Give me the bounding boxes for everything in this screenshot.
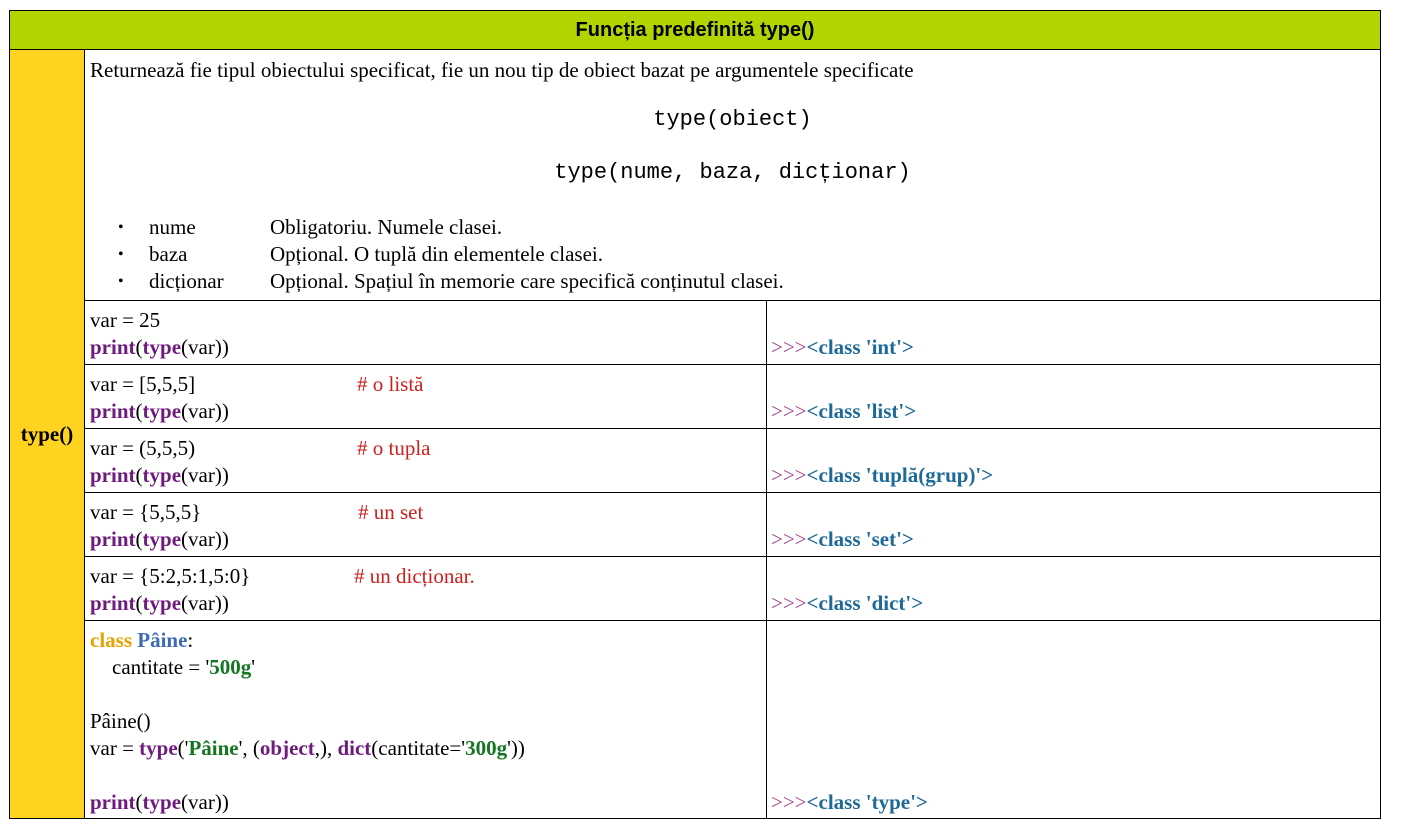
code-comment: # o listă: [357, 372, 424, 396]
class-example-result-cell: >>><class 'type'>: [766, 620, 1381, 819]
class-example-code-cell: class Pâine: cantitate = '500g' Pâine() …: [84, 620, 767, 819]
code-print-line: print(type(var)): [90, 591, 229, 615]
code-comment: # un dicționar.: [354, 564, 475, 588]
example-code-cell: var = {5:2,5:1,5:0} # un dicționar. prin…: [84, 556, 767, 621]
table-header-title: Funcția predefinită type(): [9, 10, 1381, 50]
syntax-line: type(obiect): [653, 107, 812, 132]
example-result-cell: >>><class 'list'>: [766, 364, 1381, 429]
code-assignment: var = (5,5,5): [90, 436, 196, 460]
result-output: >>><class 'set'>: [771, 527, 914, 551]
example-code-cell: var = [5,5,5] # o listă print(type(var)): [84, 364, 767, 429]
parameter-name: nume: [149, 215, 196, 239]
code-assignment: var = {5:2,5:1,5:0}: [90, 564, 251, 588]
class-attribute-line: cantitate = '500g': [112, 655, 256, 679]
function-name-label: type(): [9, 49, 85, 819]
code-print-line: print(type(var)): [90, 463, 229, 487]
parameter-description: Opțional. O tuplă din elementele clasei.: [270, 242, 603, 266]
class-definition-line: class Pâine:: [90, 628, 194, 652]
description-text: Returnează fie tipul obiectului specific…: [90, 58, 914, 82]
code-print-line: print(type(var)): [90, 335, 229, 359]
parameter-name: baza: [149, 242, 188, 266]
type-call-line: var = type('Pâine', (object,), dict(cant…: [90, 736, 525, 760]
syntax-line: type(nume, baza, dicționar): [554, 160, 911, 185]
code-assignment: var = [5,5,5]: [90, 372, 196, 396]
code-comment: # un set: [358, 500, 424, 524]
example-code-cell: var = {5,5,5} # un set print(type(var)): [84, 492, 767, 557]
code-assignment: var = 25: [90, 308, 161, 332]
example-result-cell: >>><class 'tuplă(grup)'>: [766, 428, 1381, 493]
parameter-description: Opțional. Spațiul în memorie care specif…: [270, 269, 784, 293]
description-cell: Returnează fie tipul obiectului specific…: [84, 49, 1381, 301]
example-code-cell: var = 25 print(type(var)): [84, 300, 767, 365]
code-print-line: print(type(var)): [90, 527, 229, 551]
example-result-cell: >>><class 'set'>: [766, 492, 1381, 557]
example-result-cell: >>><class 'int'>: [766, 300, 1381, 365]
example-code-cell: var = (5,5,5) # o tupla print(type(var)): [84, 428, 767, 493]
bullet-icon: •: [118, 273, 124, 290]
parameter-description: Obligatoriu. Numele clasei.: [270, 215, 503, 239]
bullet-icon: •: [118, 246, 124, 263]
code-comment: # o tupla: [357, 436, 431, 460]
class-call-line: Pâine(): [90, 709, 151, 733]
code-print-line: print(type(var)): [90, 790, 229, 814]
example-result-cell: >>><class 'dict'>: [766, 556, 1381, 621]
result-output: >>><class 'dict'>: [771, 591, 924, 615]
code-print-line: print(type(var)): [90, 399, 229, 423]
result-output: >>><class 'list'>: [771, 399, 917, 423]
bullet-icon: •: [118, 219, 124, 236]
result-output: >>><class 'int'>: [771, 335, 914, 359]
parameter-name: dicționar: [149, 269, 224, 293]
result-output: >>><class 'type'>: [771, 790, 928, 814]
code-assignment: var = {5,5,5}: [90, 500, 202, 524]
result-output: >>><class 'tuplă(grup)'>: [771, 463, 994, 487]
